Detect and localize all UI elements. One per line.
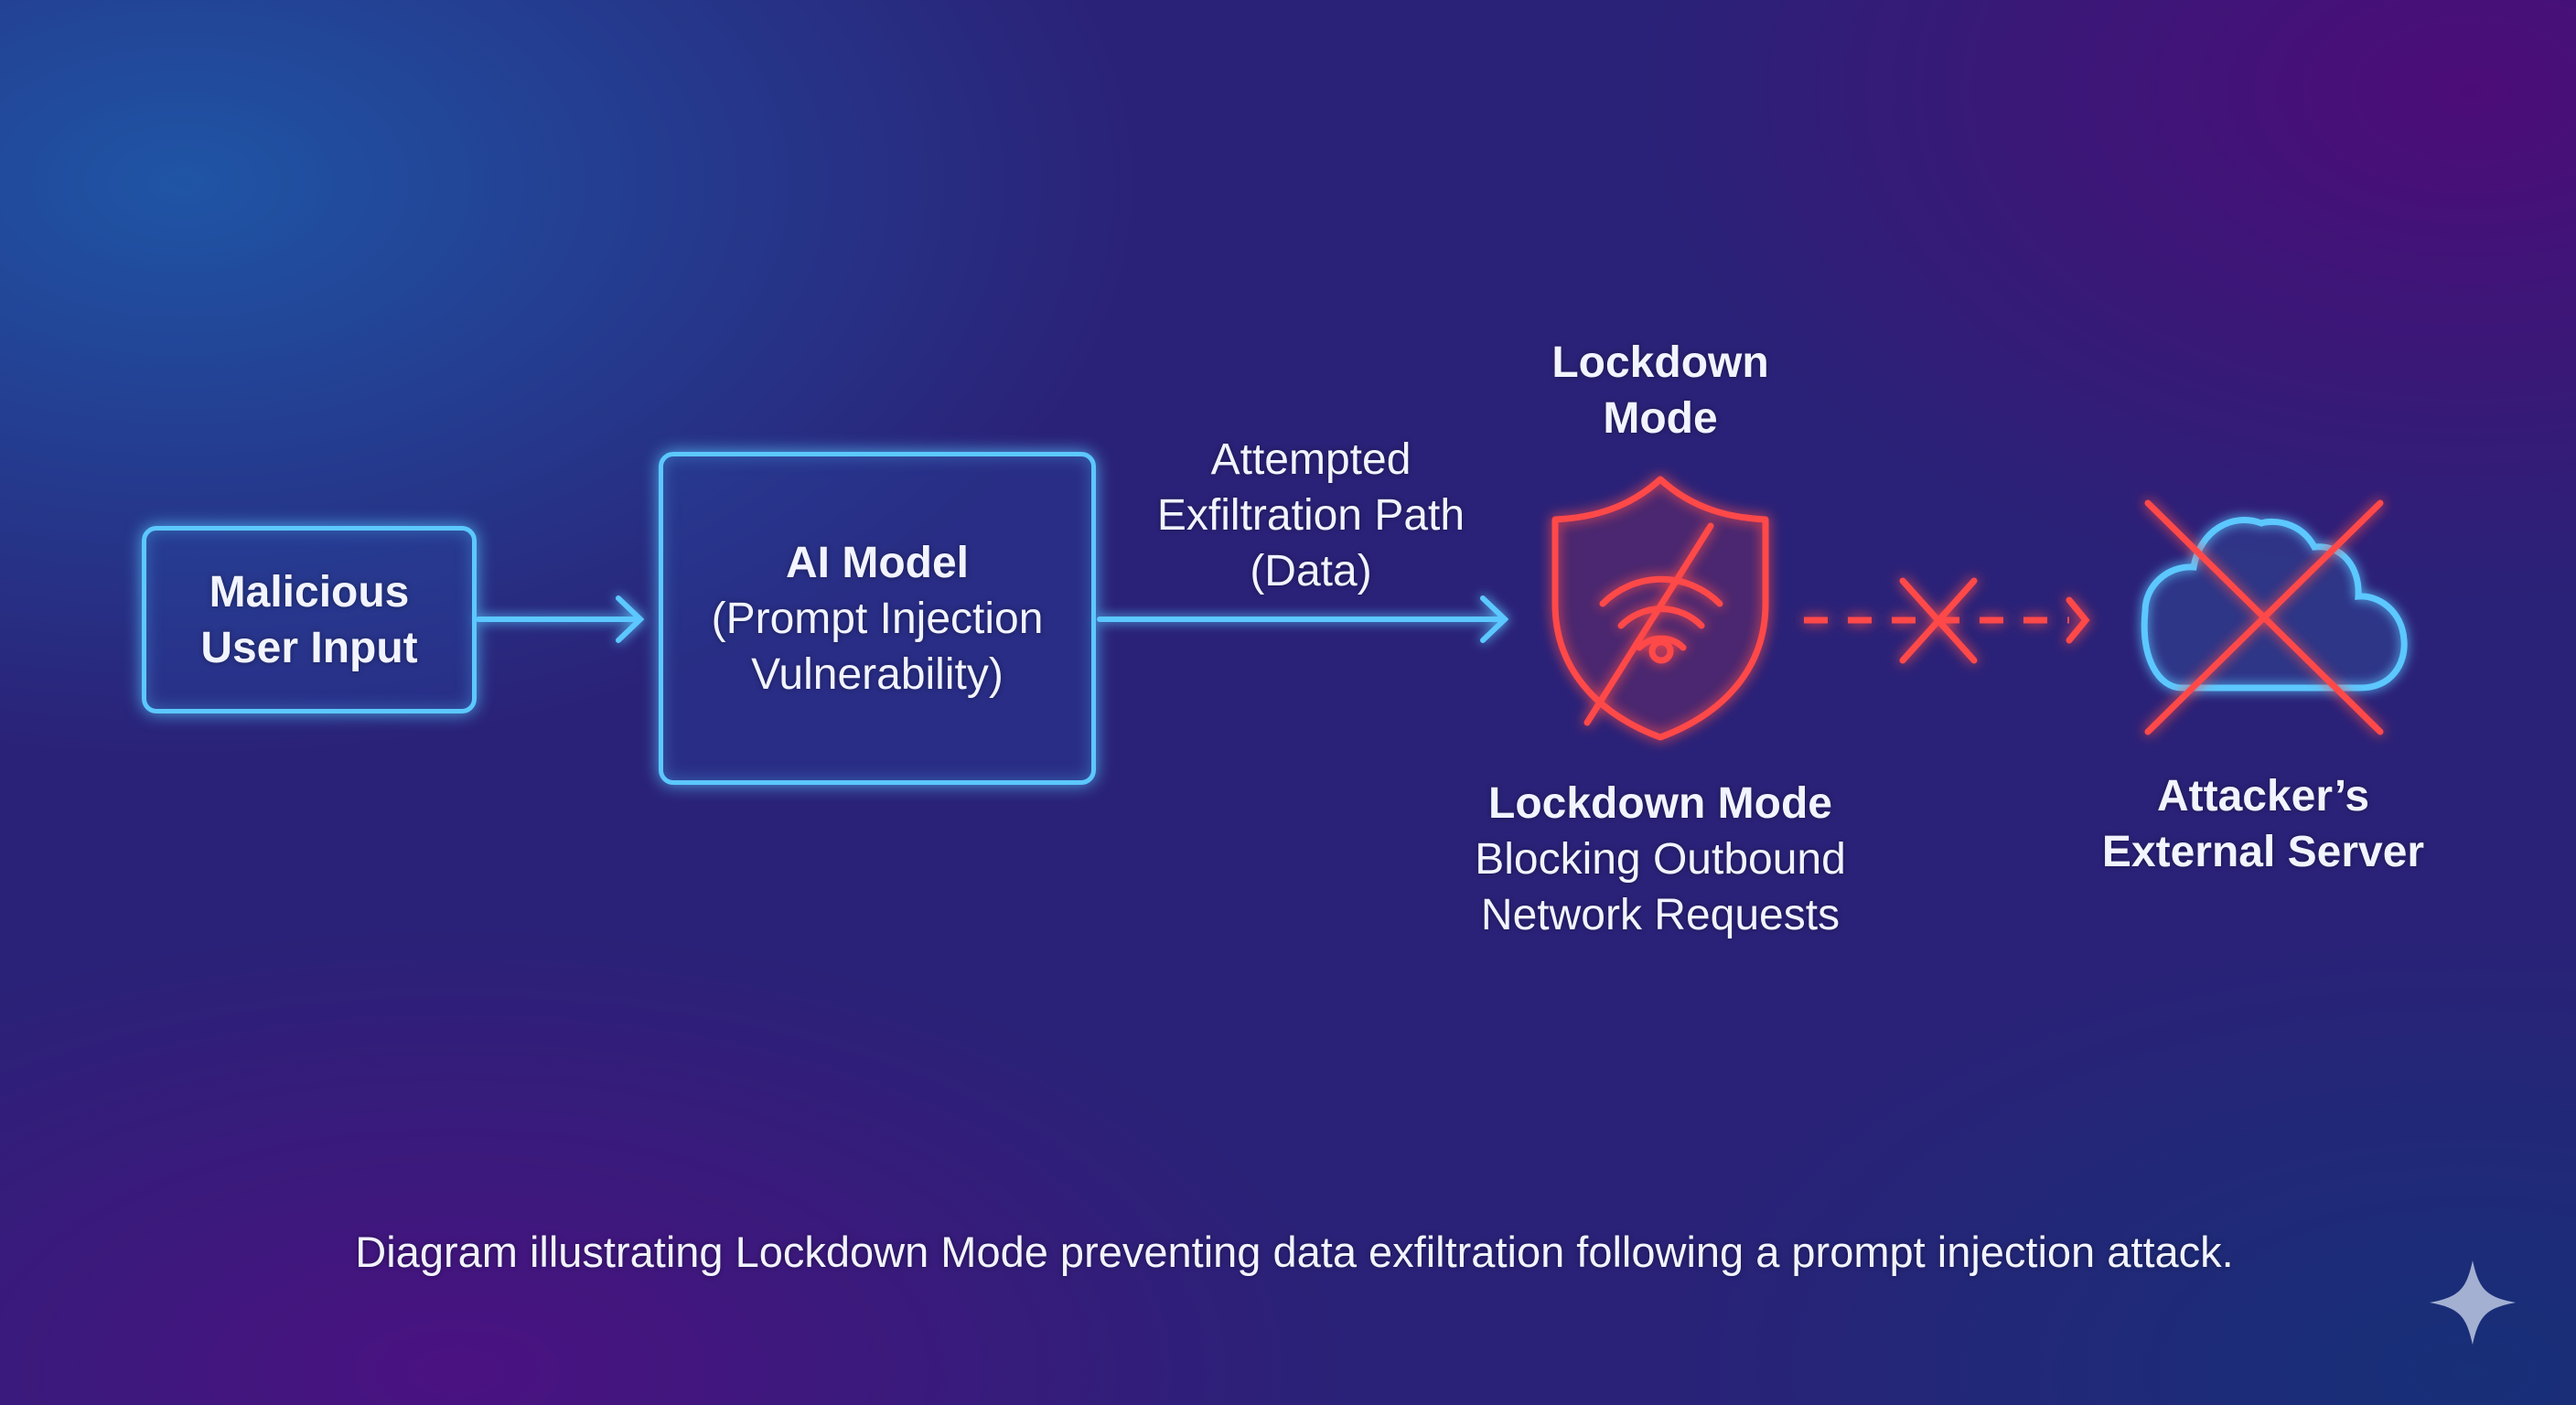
label-line: Exfiltration Path — [1156, 491, 1465, 540]
ai-model-node: AI Model (Prompt Injection Vulnerability… — [659, 452, 1096, 785]
node-label: Vulnerability) — [751, 649, 1004, 699]
arrow-model-to-lockdown — [1097, 595, 1509, 643]
arrow-input-to-model — [476, 595, 645, 643]
label-line: Lockdown Mode — [1488, 779, 1832, 828]
shield-blocked-wifi-icon — [1551, 476, 1769, 741]
node-label: User Input — [200, 623, 418, 672]
label-line: (Data) — [1250, 547, 1372, 595]
label-line: Network Requests — [1480, 891, 1841, 939]
label-line: Lockdown — [1551, 338, 1769, 387]
label-line: Attempted — [1210, 435, 1411, 484]
label-line: Attacker’s — [2156, 772, 2370, 820]
exfiltration-path-label: Attempted Exfiltration Path (Data) — [1157, 432, 1465, 599]
blocked-dashed-arrow — [1804, 577, 2090, 664]
node-title: AI Model — [786, 538, 969, 587]
lockdown-mode-title: Lockdown Mode — [1551, 335, 1768, 446]
malicious-user-input-node: Malicious User Input — [142, 526, 477, 713]
label-line: External Server — [2101, 828, 2425, 876]
sparkle-icon — [2430, 1260, 2516, 1345]
diagram-caption: Diagram illustrating Lockdown Mode preve… — [355, 1228, 2234, 1276]
label-line: Mode — [1603, 394, 1718, 443]
attacker-server-label: Attacker’s External Server — [2102, 768, 2424, 880]
lockdown-mode-description: Lockdown Mode Blocking Outbound Network … — [1475, 776, 1846, 943]
label-line: Blocking Outbound — [1475, 835, 1846, 884]
node-label: Malicious — [209, 567, 410, 617]
node-label: (Prompt Injection — [711, 594, 1044, 643]
blocked-x-icon — [2144, 499, 2384, 735]
